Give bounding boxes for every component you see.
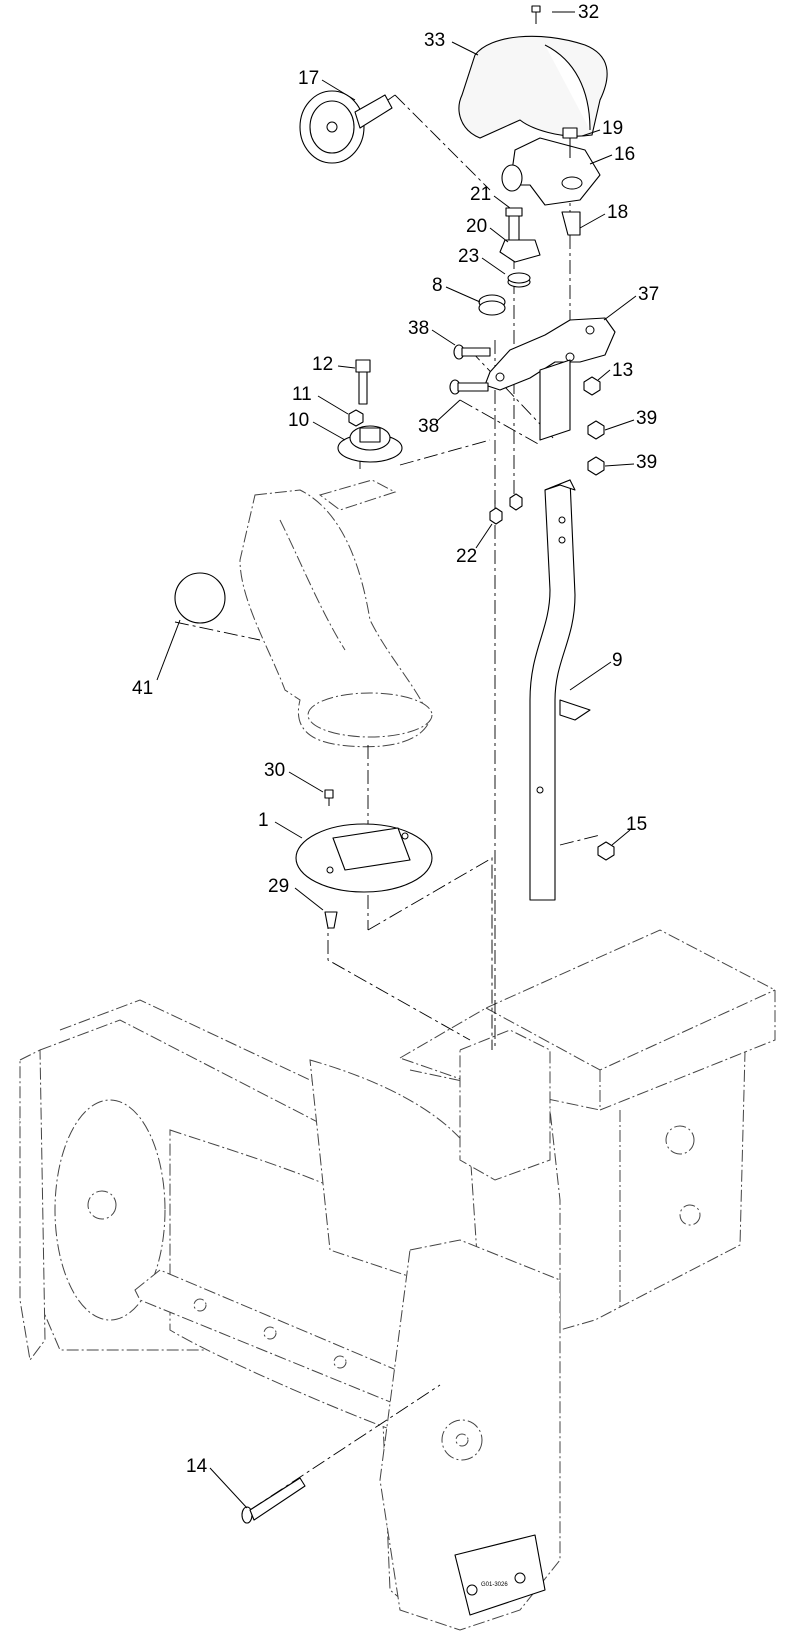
callout-1: 1 [258, 810, 269, 831]
callout-23: 23 [458, 246, 479, 267]
part-20-bracket [499, 239, 541, 263]
discharge-chute [239, 479, 433, 748]
callout-29: 29 [268, 876, 289, 897]
part-8-bushing [478, 294, 506, 316]
part-16-gearbox [501, 137, 601, 206]
callout-33: 33 [424, 30, 445, 51]
part-30-screw [324, 789, 334, 806]
callout-32: 32 [578, 2, 599, 23]
callout-18: 18 [607, 202, 628, 223]
callout-39-lower: 39 [636, 452, 657, 473]
part-13-nut [583, 376, 601, 396]
svg-text:G01-3026: G01-3026 [481, 1582, 508, 1588]
part-38-bolt-lower [449, 379, 489, 395]
callout-21: 21 [470, 184, 491, 205]
part-21-pin [505, 207, 523, 241]
callout-41: 41 [132, 678, 153, 699]
callout-20: 20 [466, 216, 487, 237]
part-38-bolt-upper [453, 344, 491, 360]
part-32-screw [531, 5, 541, 24]
part-37-mount-plate [484, 317, 616, 441]
callout-10: 10 [288, 410, 309, 431]
callout-12: 12 [312, 354, 333, 375]
callout-38-upper: 38 [408, 318, 429, 339]
part-1-ring-flange [295, 823, 433, 893]
part-23-spring [507, 272, 531, 288]
part-11-washer [348, 409, 364, 427]
part-39-nut-upper [587, 420, 605, 440]
snowblower-housing: G01-3026 [19, 929, 776, 1631]
part-29-clip [324, 911, 338, 929]
part-9-tube [529, 479, 591, 901]
callout-11: 11 [292, 384, 312, 405]
callout-30: 30 [264, 760, 285, 781]
leader-lines [156, 11, 637, 1509]
part-22-nut [489, 493, 523, 525]
callout-19: 19 [602, 118, 623, 139]
part-41-plug [174, 572, 226, 624]
callout-8: 8 [432, 275, 443, 296]
callout-38-lower: 38 [418, 416, 439, 437]
part-12-bolt [355, 359, 371, 405]
part-14-pin [241, 1477, 306, 1524]
callout-22: 22 [456, 546, 477, 567]
part-33-cover [458, 35, 608, 139]
callout-37: 37 [638, 284, 659, 305]
part-18-clip [561, 211, 581, 236]
part-19-bolt [562, 127, 578, 158]
part-17-gear-shaft [299, 90, 393, 164]
callout-9: 9 [612, 650, 623, 671]
part-15-nut [597, 841, 615, 861]
callout-14: 14 [186, 1456, 208, 1477]
callout-labels: 32 33 17 19 16 21 18 20 23 8 37 38 12 13… [132, 2, 659, 1477]
callout-17: 17 [298, 68, 319, 89]
part-10-gear [337, 425, 403, 463]
callout-39-upper: 39 [636, 408, 657, 429]
callout-15: 15 [626, 814, 647, 835]
part-39-nut-lower [587, 456, 605, 476]
callout-13: 13 [612, 360, 633, 381]
callout-16: 16 [614, 144, 635, 165]
